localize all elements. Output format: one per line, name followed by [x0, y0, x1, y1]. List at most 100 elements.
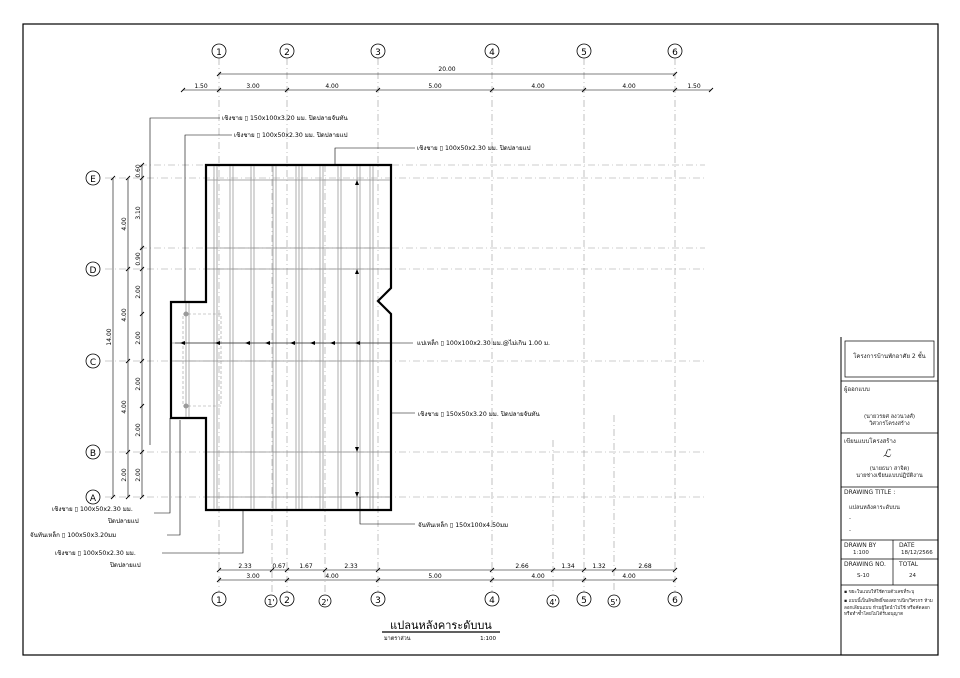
dim-overall-left: 14.00: [106, 328, 113, 345]
dim-left-inner: 2.00: [135, 423, 142, 437]
dim-bottom-sub: 2.66: [515, 563, 529, 570]
callout-texts: เชิงชาย ▯ 150x100x3.20 มม. ปิดปลายจันทัน…: [30, 115, 550, 569]
drafter-name: (นายธนา สาจิต): [869, 466, 910, 472]
grid-label-row: B: [90, 449, 96, 459]
grid-label-top: 3: [375, 48, 381, 58]
label-rafter-left: จันทันเหล็ก ▯ 100x50x3.20มม: [30, 530, 116, 539]
dim-left-outer: 4.00: [121, 308, 128, 322]
dim-left-outer: 4.00: [121, 217, 128, 231]
drawing-title-line2: -: [849, 516, 851, 522]
slope-arrowheads: [180, 180, 360, 497]
sub-grid-label: 4': [549, 598, 556, 607]
drawing-title-value: แปลนหลังคาระดับบน: [849, 505, 900, 511]
label-fascia-left2: เชิงชาย ▯ 100x50x2.30 มม.: [55, 550, 136, 557]
drawing-no-value: S-10: [857, 573, 870, 579]
grid-bubble-labels: 1 2 3 4 5 6 1 2 3 4 5 6 1' 2' 4' 5' E D …: [90, 48, 679, 607]
dim-bottom-sub: 2.68: [638, 563, 652, 570]
grid-bubbles: [85, 43, 683, 608]
dim-texts-left: 14.00 4.00 4.00 4.00 2.00 0.60 3.10 0.90…: [106, 164, 142, 482]
dim-bottom: 3.00: [246, 573, 260, 580]
dim-bottom-sub: 2.33: [344, 563, 358, 570]
dim-lines-bottom: [219, 569, 675, 581]
date-value: 18/12/2566: [901, 550, 933, 556]
date-label: DATE: [899, 542, 915, 549]
dim-left-outer: 2.00: [121, 468, 128, 482]
dim-ticks-top: [180, 71, 714, 93]
grid-label-top: 5: [581, 48, 587, 58]
dim-top: 4.00: [325, 83, 339, 90]
dim-texts-top: 20.00 1.50 3.00 4.00 5.00 4.00 4.00 1.50: [194, 66, 701, 90]
grid-label-bottom: 3: [375, 596, 381, 606]
dim-left-inner: 2.00: [135, 468, 142, 482]
dim-top: 4.00: [531, 83, 545, 90]
sub-grid-label: 5': [610, 598, 617, 607]
project-name: โครงการบ้านพักอาศัย 2 ชั้น: [853, 353, 926, 360]
dim-top: 1.50: [194, 83, 208, 90]
dim-texts-bottom: 2.33 0.67 1.67 2.33 2.66 1.34 1.32 2.68 …: [238, 563, 652, 580]
drawing-title: แปลนหลังคาระดับบน: [390, 619, 492, 632]
designer-label: ผู้ออกแบบ: [844, 386, 870, 393]
drafter-role: นายช่างเขียนแบบปฏิบัติงาน: [856, 473, 923, 479]
note-2: ▪ แบบนี้เป็นลิขสิทธิ์ของสถาปนิก/วิศวกร ห…: [844, 599, 933, 617]
sub-grid-label: 1': [267, 598, 274, 607]
rafters: [185, 166, 374, 509]
dim-bottom-sub: 1.32: [592, 563, 606, 570]
dim-left-inner: 2.00: [135, 377, 142, 391]
grid-lines-horizontal: [105, 164, 705, 498]
dim-left-inner: 3.10: [135, 206, 142, 220]
grid-lines-vertical: [218, 58, 676, 593]
title-block-lines: [841, 340, 938, 586]
column-markers: [183, 311, 189, 409]
label-fascia-right: เชิงชาย ▯ 150x50x3.20 มม. ปิดปลายจันทัน: [418, 411, 541, 418]
note-1-text: ขยะในแบบให้ใช้ตามตัวเลขที่ระบุ: [848, 590, 915, 595]
drawing-title-line3: -: [849, 528, 851, 534]
dim-top: 4.00: [622, 83, 636, 90]
label-fascia-top3: เชิงชาย ▯ 100x50x2.30 มม. ปิดปลายแป: [417, 145, 531, 152]
drawing-title-label: DRAWING TITLE :: [844, 489, 896, 496]
dim-left-inner: 0.60: [135, 164, 142, 178]
grid-label-row: D: [90, 266, 97, 276]
label-fascia-top1: เชิงชาย ▯ 150x100x3.20 มม. ปิดปลายจันทัน: [222, 115, 348, 122]
label-fascia-left1-note: ปิดปลายแป: [107, 518, 138, 525]
grid-label-top: 2: [284, 48, 290, 58]
grid-label-bottom: 6: [672, 596, 678, 606]
dim-bottom-sub: 2.33: [238, 563, 252, 570]
dim-bottom: 5.00: [428, 573, 442, 580]
total-label: TOTAL: [899, 561, 919, 568]
label-fascia-top2: เชิงชาย ▯ 100x50x2.30 มม. ปิดปลายแป: [234, 132, 348, 139]
dim-left-inner: 0.90: [135, 252, 142, 266]
grid-label-top: 6: [672, 48, 678, 58]
dim-top: 1.50: [687, 83, 701, 90]
dim-bottom: 4.00: [622, 573, 636, 580]
grid-label-row: A: [90, 494, 97, 504]
dim-left-inner: 2.00: [135, 331, 142, 345]
drawing-no-label: DRAWING NO.: [844, 561, 886, 568]
grid-label-top: 4: [489, 48, 495, 58]
dim-overall-top: 20.00: [438, 66, 455, 73]
label-purlin: แปเหล็ก ▯ 100x100x2.30 มม.@ไม่เกิน 1.00 …: [417, 338, 550, 347]
dim-bottom-sub: 0.67: [272, 563, 286, 570]
dim-bottom: 4.00: [325, 573, 339, 580]
dim-bottom: 4.00: [531, 573, 545, 580]
grid-label-row: C: [90, 358, 96, 368]
note-1: ▪ ขยะในแบบให้ใช้ตามตัวเลขที่ระบุ: [844, 590, 915, 595]
dim-lines-left: [112, 165, 143, 497]
note-2-text: แบบนี้เป็นลิขสิทธิ์ของสถาปนิก/วิศวกร ห้า…: [844, 599, 933, 617]
dim-top: 5.00: [428, 83, 442, 90]
dim-left-outer: 4.00: [121, 400, 128, 414]
dim-ticks-left: [110, 162, 145, 500]
label-rafter-right: จันทันเหล็ก ▯ 150x100x4.50มม: [418, 520, 508, 529]
designer-name: (นายวรยศ ลงวนวงศ์): [863, 414, 916, 420]
sub-grid-label: 2': [321, 598, 328, 607]
grid-label-bottom: 4: [489, 596, 495, 606]
total-value: 24: [909, 573, 916, 579]
drawn-by-value: 1:100: [853, 550, 869, 556]
dim-left-inner: 2.00: [135, 285, 142, 299]
dim-bottom-sub: 1.34: [561, 563, 575, 570]
sheet-border: [22, 23, 939, 656]
scale-value: 1:100: [480, 636, 496, 642]
designer-role: วิศวกรโครงสร้าง: [869, 421, 910, 427]
scale-label: มาตราส่วน: [384, 635, 411, 642]
title-block: โครงการบ้านพักอาศัย 2 ชั้น ผู้ออกแบบ (นา…: [841, 337, 938, 655]
leader-lines: [149, 117, 415, 554]
